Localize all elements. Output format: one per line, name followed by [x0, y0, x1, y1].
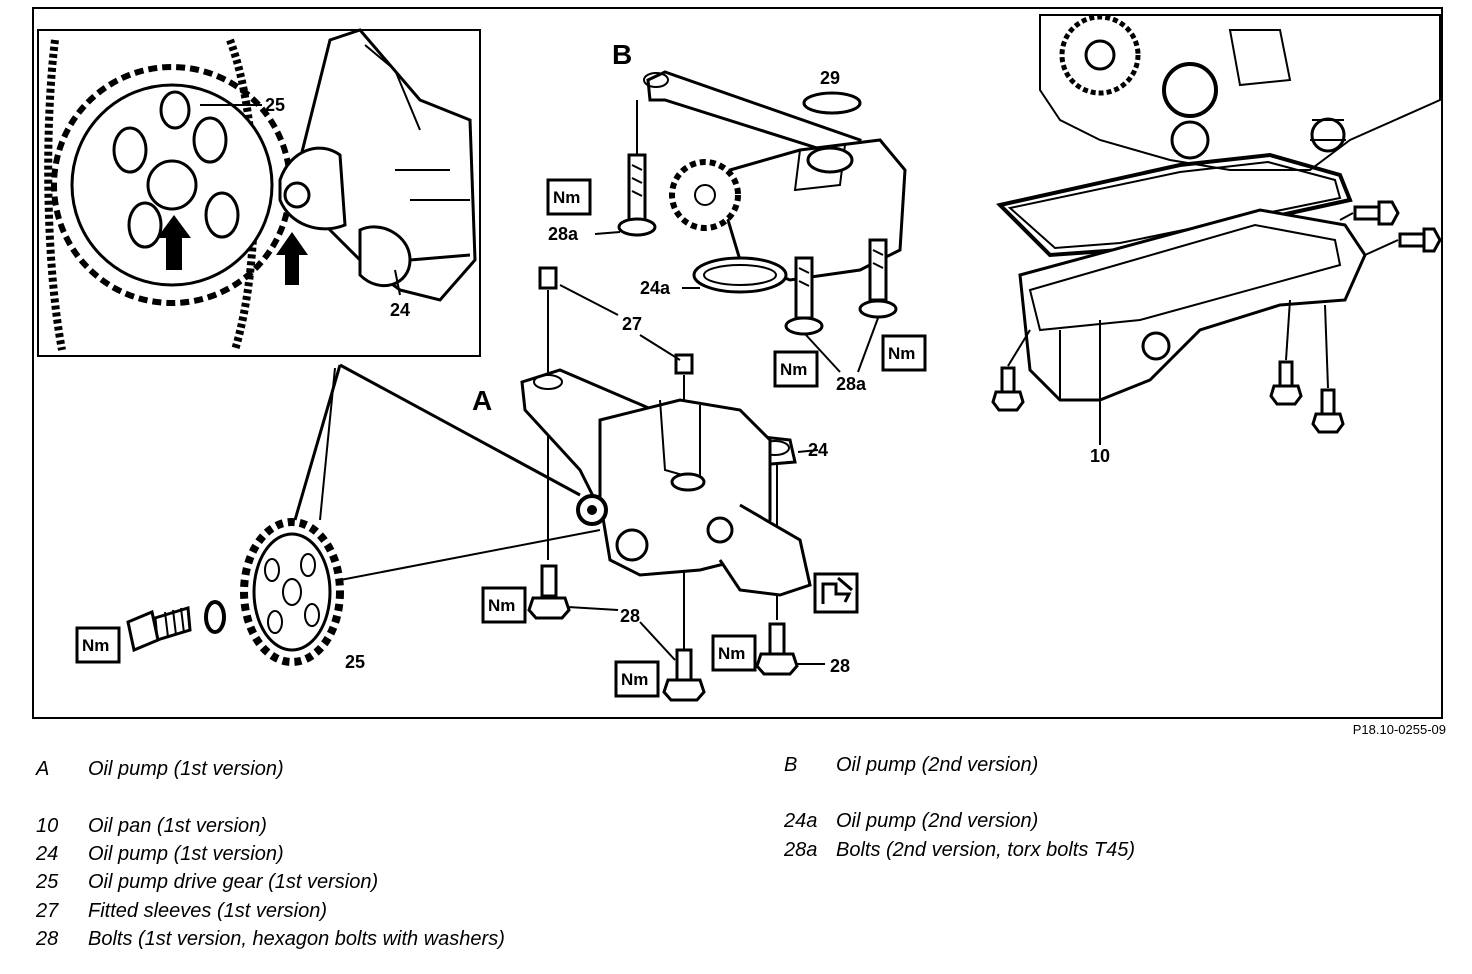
figure-code: P18.10-0255-09: [1352, 722, 1446, 737]
callout-28-right: 28: [830, 656, 850, 676]
torque-box-gear: [75, 626, 121, 664]
torque-box-b2: [773, 350, 819, 388]
bolt-28-right: [755, 622, 799, 676]
bolt-28-mid: [662, 648, 706, 702]
bolt-28a-left: [617, 153, 657, 237]
oil-pump-version-a: A 27 24: [472, 266, 859, 702]
oil-pan-assembly: 10: [991, 14, 1442, 466]
inset-leader-lines: [293, 363, 581, 521]
washer: [204, 600, 226, 634]
callout-24-inset: 24: [390, 300, 410, 320]
callout-28-left: 28: [620, 606, 640, 626]
drive-gear-inset: [51, 64, 293, 306]
pan-bolt-3: [1311, 388, 1345, 434]
callout-28a-left: 28a: [548, 224, 579, 244]
svg-text:Nm: Nm: [621, 670, 648, 689]
version-a-label: A: [472, 385, 492, 416]
torque-box-a2: [614, 660, 660, 698]
bolt-28a-right: [858, 238, 898, 319]
sleeve-27-top: [538, 266, 558, 290]
alignment-arrow-gear: [157, 215, 191, 270]
exploded-view-diagram: 25 24 B 29: [32, 7, 1443, 719]
pan-bolt-4: [1353, 200, 1400, 226]
pan-bolt-1: [991, 366, 1025, 412]
torque-box-a1: [481, 586, 527, 624]
timing-chain: [44, 39, 66, 351]
callout-10: 10: [1090, 446, 1110, 466]
pan-bolt-5: [1398, 227, 1442, 253]
callout-27: 27: [622, 314, 642, 334]
torque-box-a3: [711, 634, 757, 672]
oil-pan-gasket: [996, 152, 1353, 258]
gear-bolt: [126, 606, 192, 653]
svg-text:Nm: Nm: [553, 188, 580, 207]
svg-text:Nm: Nm: [888, 344, 915, 363]
callout-25-main: 25: [345, 652, 365, 672]
sleeve-27-mid: [674, 353, 694, 375]
bolt-28-left: [527, 564, 571, 620]
sealant-symbol-icon: [813, 572, 859, 614]
svg-text:Nm: Nm: [82, 636, 109, 655]
torque-box-b3: [881, 334, 927, 372]
callout-24-main: 24: [808, 440, 828, 460]
svg-text:Nm: Nm: [488, 596, 515, 615]
figure-frame: [32, 7, 1443, 719]
pump-shaft-inset: [278, 28, 477, 302]
oil-pump-drive-gear: 25 Nm: [75, 518, 601, 672]
pan-bolt-2: [1269, 360, 1303, 406]
callout-25-inset: 25: [265, 95, 285, 115]
bolt-28a-mid: [784, 256, 824, 336]
o-ring-29: [802, 91, 862, 115]
callout-28a-right: 28a: [836, 374, 867, 394]
callout-24a: 24a: [640, 278, 671, 298]
svg-text:Nm: Nm: [718, 644, 745, 663]
svg-text:Nm: Nm: [780, 360, 807, 379]
oil-pump-version-b: B 29 28a: [546, 39, 927, 394]
alignment-arrow-pump: [276, 232, 308, 285]
torque-box-b1: [546, 178, 592, 216]
detail-inset: 25 24: [37, 28, 481, 357]
version-b-label: B: [612, 39, 632, 70]
callout-29: 29: [820, 68, 840, 88]
